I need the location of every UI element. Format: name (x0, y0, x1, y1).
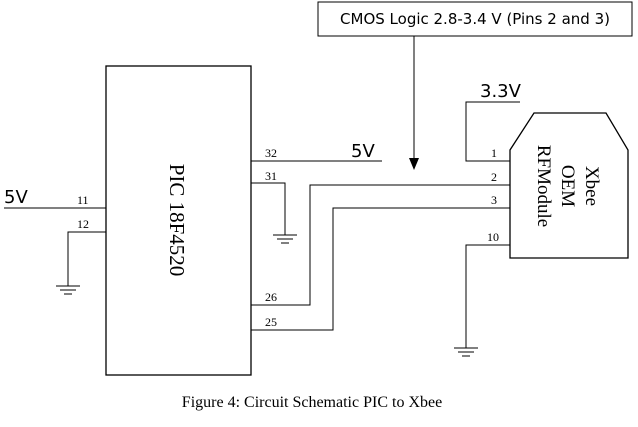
pin-32-wire: 32 5V (251, 141, 382, 162)
right-5v-label: 5V (351, 141, 375, 162)
xbee-pin-10-wire: 10 (454, 230, 510, 357)
xbee-pin-10-label: 10 (487, 230, 499, 244)
callout: CMOS Logic 2.8-3.4 V (Pins 2 and 3) (317, 1, 633, 170)
pic-chip-label: PIC 18F4520 (165, 164, 189, 277)
pin-12-label: 12 (77, 217, 89, 231)
ground-symbol-right (454, 347, 478, 357)
pin-25-label: 25 (265, 315, 277, 329)
left-5v-label: 5V (4, 187, 28, 208)
xbee-pin-3-label: 3 (491, 193, 497, 207)
xbee-pin-2-label: 2 (491, 170, 497, 184)
xbee-label-line2: OEM (557, 165, 578, 207)
pin-11-wire: 5V 11 (4, 187, 106, 209)
callout-text: CMOS Logic 2.8-3.4 V (Pins 2 and 3) (340, 10, 610, 28)
pic-chip-body (105, 65, 252, 376)
xbee-label-line1: Xbee (581, 166, 602, 206)
pin-31-wire: 31 (251, 169, 297, 244)
xbee-label-line3: RFModule (533, 145, 554, 227)
ground-symbol-left (56, 285, 80, 295)
pin-26-label: 26 (265, 290, 277, 304)
xbee-pin-1-label: 1 (491, 146, 497, 160)
ground-symbol-middle (273, 234, 297, 244)
pin-25-wire: 25 (251, 207, 510, 331)
xbee-module: Xbee OEM RFModule (509, 112, 629, 259)
pin-32-label: 32 (265, 146, 277, 160)
xbee-pin-1-wire: 3.3V 1 (465, 81, 522, 162)
pin-11-label: 11 (77, 193, 89, 207)
xbee-module-body (509, 112, 629, 259)
figure-caption: Figure 4: Circuit Schematic PIC to Xbee (182, 394, 442, 411)
pin-12-wire: 12 (56, 217, 106, 295)
v33-label: 3.3V (480, 81, 522, 102)
callout-arrow-head (409, 158, 419, 170)
pin-26-wire: 26 (251, 184, 510, 306)
callout-box (317, 1, 633, 37)
pic-chip: PIC 18F4520 (105, 65, 252, 376)
pin-31-label: 31 (265, 169, 277, 183)
